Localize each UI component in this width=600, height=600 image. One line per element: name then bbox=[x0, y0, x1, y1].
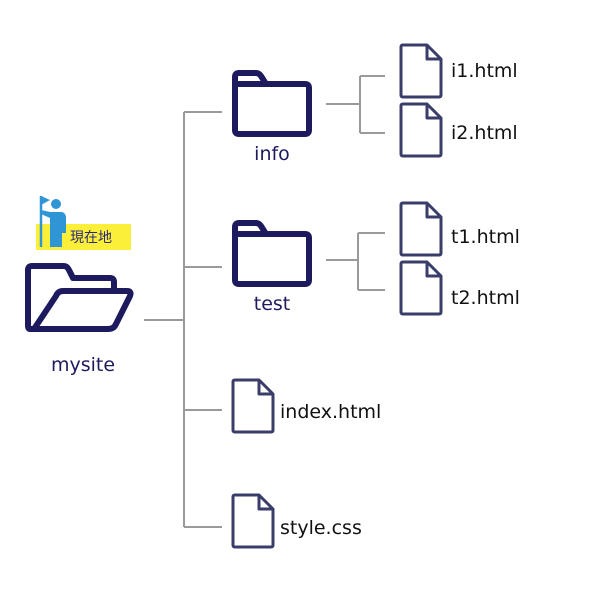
root-folder[interactable]: mysite bbox=[25, 263, 134, 376]
file-icon bbox=[399, 201, 443, 257]
folder-label-test: test bbox=[254, 293, 291, 315]
root-folder-label: mysite bbox=[51, 354, 115, 376]
file-i1-html[interactable]: i1.html bbox=[399, 43, 518, 99]
file-label: i1.html bbox=[451, 60, 518, 82]
folder-label-info: info bbox=[254, 143, 290, 165]
file-i2-html[interactable]: i2.html bbox=[399, 102, 518, 158]
file-label: i2.html bbox=[451, 122, 518, 144]
file-style-css[interactable]: style.css bbox=[231, 493, 362, 549]
open-folder-icon bbox=[25, 263, 134, 332]
file-label: style.css bbox=[280, 517, 362, 539]
file-icon bbox=[231, 378, 275, 434]
file-icon bbox=[399, 102, 443, 158]
file-t2-html[interactable]: t2.html bbox=[399, 260, 520, 316]
person-with-flag-icon bbox=[39, 196, 66, 247]
file-icon bbox=[231, 493, 275, 549]
folder-icon bbox=[232, 70, 312, 137]
file-icon bbox=[399, 260, 443, 316]
file-index-html[interactable]: index.html bbox=[231, 378, 381, 434]
folder-icon bbox=[232, 220, 312, 287]
file-label: index.html bbox=[280, 401, 381, 423]
file-label: t2.html bbox=[451, 287, 520, 309]
current-location-label: 現在地 bbox=[70, 230, 112, 246]
folder-info[interactable]: info bbox=[232, 70, 312, 165]
folder-test[interactable]: test bbox=[232, 220, 312, 315]
current-location-badge: 現在地 bbox=[36, 196, 131, 250]
file-label: t1.html bbox=[451, 226, 520, 248]
file-t1-html[interactable]: t1.html bbox=[399, 201, 520, 257]
file-icon bbox=[399, 43, 443, 99]
tree-connectors bbox=[144, 75, 385, 528]
